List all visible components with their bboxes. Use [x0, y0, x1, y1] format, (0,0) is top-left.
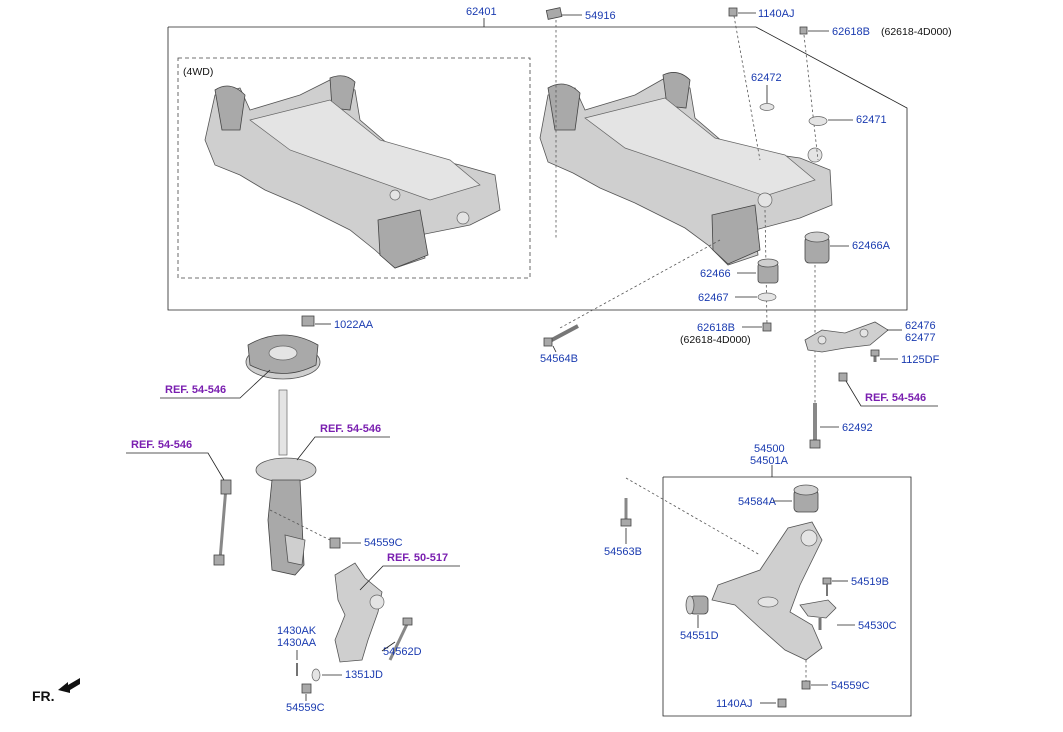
label-54562d: 54562D [383, 646, 422, 658]
label-62476: 62476 [905, 320, 936, 332]
label-54563b: 54563B [604, 546, 642, 558]
knuckle-image[interactable] [334, 562, 385, 663]
bolt-54519b-image[interactable] [822, 577, 832, 596]
strut-mount-image[interactable] [245, 315, 321, 380]
label-54500: 54500 [754, 443, 785, 455]
label-62477: 62477 [905, 332, 936, 344]
bolt-1125df-image[interactable] [870, 349, 880, 362]
crossmember-4wd-image[interactable] [204, 75, 501, 269]
nut-54559c-right-image[interactable] [801, 680, 811, 690]
bracket-62476-image[interactable] [804, 321, 889, 353]
label-62467: 62467 [698, 292, 729, 304]
nut-62618b-bottom-image[interactable] [762, 322, 772, 332]
label-54564b: 54564B [540, 353, 578, 365]
label-54559c-right: 54559C [831, 680, 870, 692]
washer-62472-image[interactable] [759, 103, 775, 111]
ref-54-546-spring[interactable]: REF. 54-546 [320, 423, 381, 435]
label-1430ak: 1430AK [277, 625, 317, 637]
nut-ref-54-546-image[interactable] [838, 372, 848, 382]
bushing-62466-image[interactable] [757, 258, 779, 284]
lower-control-arm-image[interactable] [711, 521, 823, 661]
label-1430aa: 1430AA [277, 637, 317, 649]
label-62618b-top: 62618B [832, 26, 870, 38]
ref-54-546-link[interactable]: REF. 54-546 [131, 439, 192, 451]
ref-54-546-mount[interactable]: REF. 54-546 [165, 384, 226, 396]
bolt-62618b-top-image[interactable] [799, 26, 808, 35]
bolt-62492-image[interactable] [809, 403, 821, 449]
label-54559c-mid: 54559C [364, 537, 403, 549]
bushing-54551d-image[interactable] [685, 595, 709, 615]
nut-54559c-bottom-image[interactable] [301, 683, 312, 694]
label-62472: 62472 [751, 72, 782, 84]
washer-62471-image[interactable] [808, 116, 828, 126]
front-direction-indicator: FR. [32, 678, 80, 704]
4wd-variant-box [177, 57, 531, 279]
bolt-54562d-image[interactable] [388, 617, 413, 661]
label-1140aj-top: 1140AJ [758, 8, 795, 20]
label-62466a: 62466A [852, 240, 891, 252]
bolt-54564b-image[interactable] [543, 324, 579, 347]
label-62618-4d000-top: (62618-4D000) [881, 26, 952, 38]
label-54519b: 54519B [851, 576, 889, 588]
nut-54559c-mid-image[interactable] [329, 537, 341, 549]
lower-arm-group-box [662, 476, 912, 717]
label-62471: 62471 [856, 114, 887, 126]
label-4wd: (4WD) [183, 66, 213, 78]
label-62618b-bottom: 62618B [697, 322, 735, 334]
label-54916: 54916 [585, 10, 616, 22]
label-1125df: 1125DF [901, 354, 940, 366]
bushing-54584a-image[interactable] [793, 484, 819, 513]
washer-1351jd-image[interactable] [311, 668, 321, 682]
label-54530c: 54530C [858, 620, 897, 632]
strut-damper-image[interactable] [255, 389, 317, 576]
front-arrow-icon [58, 678, 80, 693]
label-62492: 62492 [842, 422, 873, 434]
label-62401: 62401 [466, 6, 497, 18]
bolt-1140aj-bottom-image[interactable] [777, 698, 787, 708]
label-1140aj-bottom: 1140AJ [716, 698, 753, 710]
washer-62467-image[interactable] [757, 292, 777, 302]
label-1022aa: 1022AA [334, 319, 374, 331]
bolt-54563b-image[interactable] [620, 498, 632, 527]
label-62466: 62466 [700, 268, 731, 280]
stabilizer-link-image[interactable] [213, 479, 232, 566]
label-fr: FR. [32, 688, 55, 704]
label-54551d: 54551D [680, 630, 719, 642]
label-54584a: 54584A [738, 496, 777, 508]
bolt-1140aj-top-image[interactable] [728, 7, 738, 17]
label-54559c-bottom: 54559C [286, 702, 325, 714]
ref-50-517[interactable]: REF. 50-517 [387, 552, 448, 564]
subframe-group-box [167, 18, 908, 311]
crossmember-2wd-image[interactable] [539, 72, 833, 266]
label-54501a: 54501A [750, 455, 789, 467]
ball-joint-54530c-image[interactable] [799, 599, 837, 630]
washer-54916-image[interactable] [545, 7, 563, 20]
label-62618-4d000-bottom: (62618-4D000) [680, 334, 751, 346]
bushing-62466a-image[interactable] [804, 231, 830, 264]
ref-54-546-bracket[interactable]: REF. 54-546 [865, 392, 926, 404]
label-1351jd: 1351JD [345, 669, 383, 681]
